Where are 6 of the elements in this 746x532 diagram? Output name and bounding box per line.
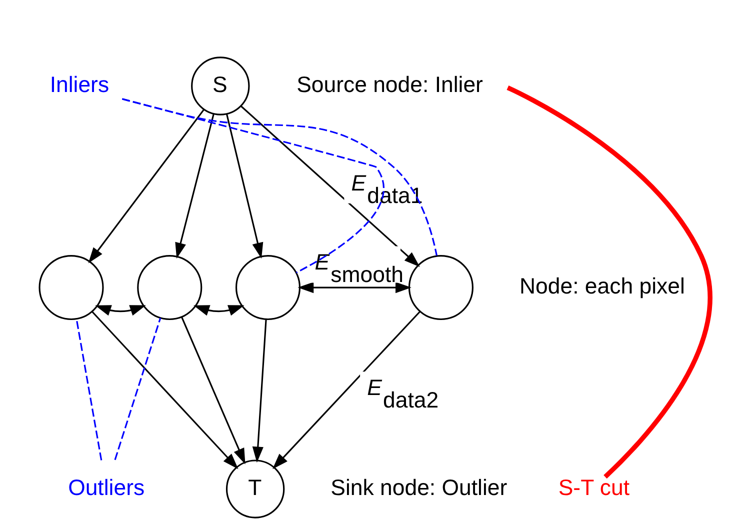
node-label: Node: each pixel xyxy=(519,273,684,298)
node-label: Sink node: Outlier xyxy=(330,474,507,500)
node-text: S-T cut xyxy=(558,474,630,500)
node-text: Inliers xyxy=(49,72,109,97)
node-label: Source node: Inlier xyxy=(296,72,482,97)
node-text: Outliers xyxy=(68,474,144,500)
